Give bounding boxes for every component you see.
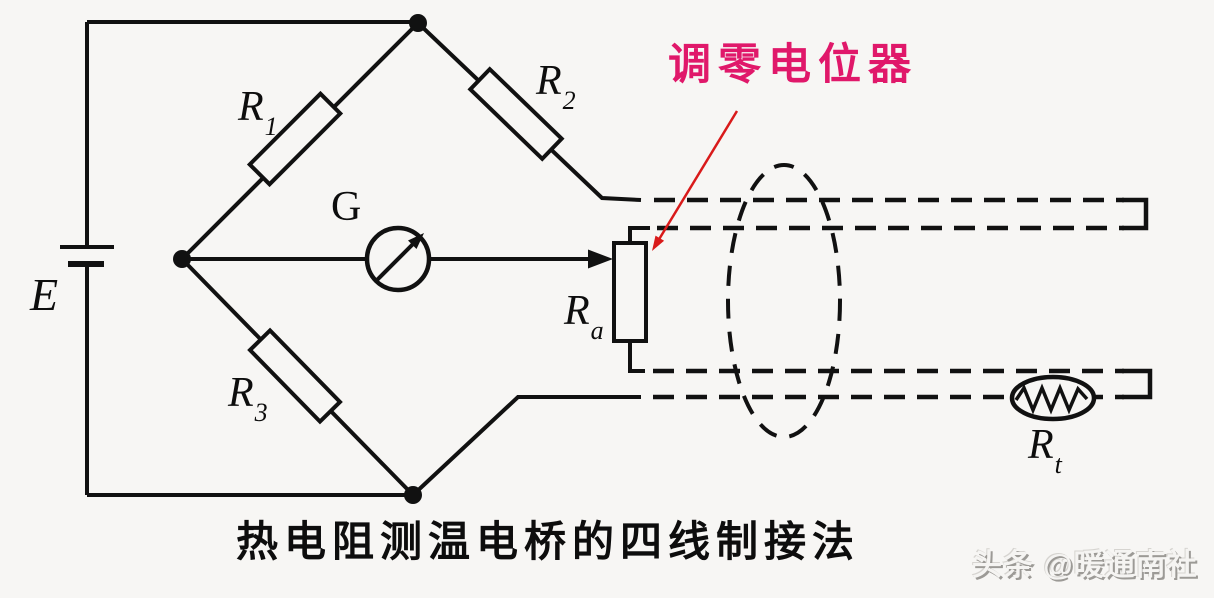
rtd-sensor-symbol: R — [1028, 422, 1054, 468]
cable-shield-ellipse — [726, 163, 842, 439]
diagram-caption: 热电阻测温电桥的四线制接法 — [236, 518, 861, 565]
resistor-r1-icon — [246, 90, 344, 188]
resistor-r2-label: R2 — [536, 58, 576, 114]
annotation-arrow-head — [652, 235, 665, 251]
resistor-r3-icon — [247, 327, 343, 425]
rtd-sensor-label: Rt — [1028, 422, 1062, 478]
node-dot-left — [173, 250, 191, 268]
potentiometer-ra-subscript: a — [590, 316, 604, 346]
potentiometer-ra-label: Ra — [564, 288, 604, 344]
cable-end-bracket-bottom — [1122, 368, 1153, 400]
galvanometer-label: G — [331, 184, 362, 230]
wiper-arrow-icon — [588, 249, 613, 269]
wire-ra-bottom-stub — [628, 341, 645, 373]
battery-label: E — [30, 269, 59, 320]
rtd-sensor-subscript: t — [1054, 450, 1062, 480]
wire-ra-top-stub — [628, 226, 650, 243]
resistor-r3-subscript: 3 — [254, 398, 268, 428]
zero-adjust-annotation: 调零电位器 — [668, 41, 918, 89]
watermark-text: 头条 @暖通南社 — [972, 549, 1198, 582]
potentiometer-ra-icon — [612, 241, 648, 343]
rtd-zigzag-element — [1014, 383, 1089, 415]
resistor-r2-icon — [467, 66, 565, 162]
rtd-sensor-icon — [1009, 374, 1097, 422]
annotation-arrow-line — [656, 110, 739, 242]
potentiometer-ra-symbol: R — [564, 288, 590, 334]
node-dot-top — [409, 14, 427, 32]
resistor-r2-subscript: 2 — [562, 86, 576, 116]
resistor-r1-symbol: R — [238, 84, 264, 130]
resistor-r1-subscript: 1 — [264, 112, 278, 142]
resistor-r2-symbol: R — [536, 58, 562, 104]
resistor-r3-label: R3 — [228, 370, 268, 426]
wire-bottom-lead — [411, 395, 641, 497]
cable-end-bracket-top — [1122, 197, 1149, 231]
galvanometer-needle — [374, 239, 418, 283]
node-dot-bottom — [404, 486, 422, 504]
resistor-r3-symbol: R — [228, 370, 254, 416]
galvanometer-needle-arrowhead — [408, 233, 424, 249]
resistor-r1-label: R1 — [238, 84, 278, 140]
